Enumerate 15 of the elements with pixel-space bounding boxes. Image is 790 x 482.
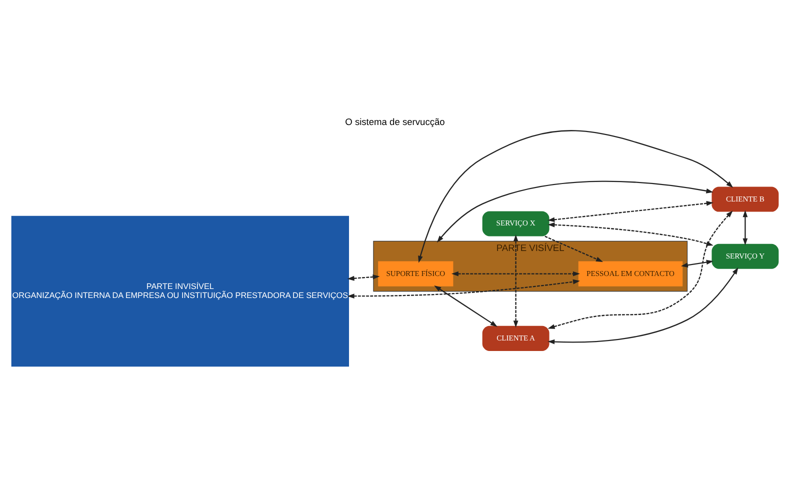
diagram-title: O sistema de servucção <box>345 117 445 128</box>
arrow <box>548 200 714 222</box>
arrow <box>742 210 748 246</box>
arrow <box>544 236 604 262</box>
arrow <box>548 267 738 344</box>
arrow <box>418 130 734 263</box>
arrow <box>680 260 714 268</box>
arrow <box>548 222 714 246</box>
arrow <box>347 274 380 281</box>
arrow <box>347 279 580 299</box>
arrow <box>548 210 733 329</box>
arrow <box>451 271 580 276</box>
arrow <box>436 180 714 243</box>
arrow <box>513 234 518 328</box>
arrow <box>434 285 498 327</box>
